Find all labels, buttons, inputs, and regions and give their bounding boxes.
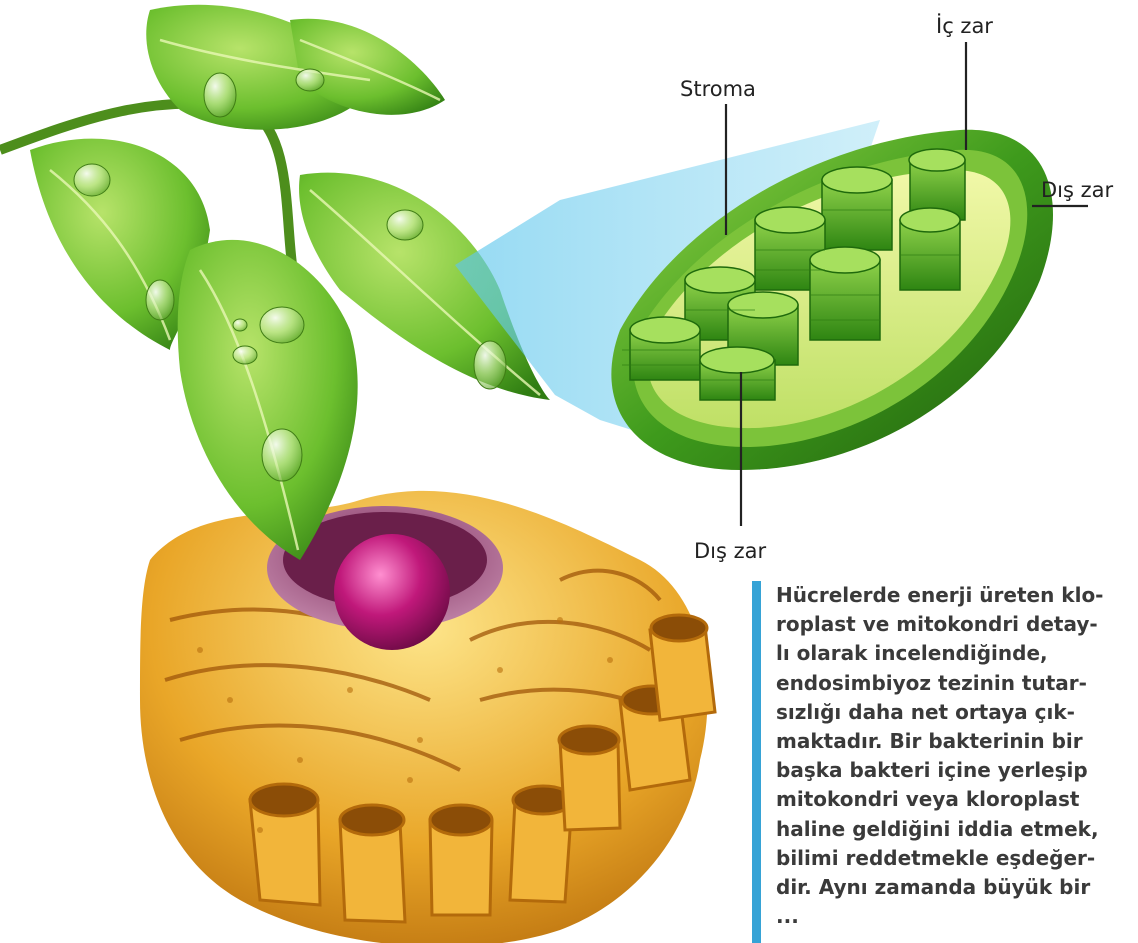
caption-line: maktadır. Bir bakterinin bir	[776, 727, 1114, 756]
label-ic-zar: İç zar	[936, 13, 993, 38]
caption-line: ...	[776, 902, 1114, 931]
caption-line: roplast ve mitokondri detay-	[776, 610, 1114, 639]
caption-line: sızlığı daha net ortaya çık-	[776, 698, 1114, 727]
leaf-illustration	[0, 5, 550, 560]
caption-line: mitokondri veya kloroplast	[776, 785, 1114, 814]
label-dis-zar-bottom: Dış zar	[694, 539, 767, 563]
caption-line: başka bakteri içine yerleşip	[776, 756, 1114, 785]
caption-line: dir. Aynı zamanda büyük bir	[776, 873, 1114, 902]
caption-line: endosimbiyoz tezinin tutar-	[776, 669, 1114, 698]
label-dis-zar-right: Dış zar	[1041, 178, 1114, 202]
caption-line: haline geldiğini iddia etmek,	[776, 815, 1114, 844]
caption-callout: Hücrelerde enerji üreten klo- roplast ve…	[752, 581, 1114, 943]
caption-line: bilimi reddetmekle eşdeğer-	[776, 844, 1114, 873]
organelle-illustration	[140, 491, 715, 943]
caption-line: Hücrelerde enerji üreten klo-	[776, 581, 1114, 610]
caption-line: lı olarak incelendiğinde,	[776, 639, 1114, 668]
label-stroma: Stroma	[680, 77, 756, 101]
